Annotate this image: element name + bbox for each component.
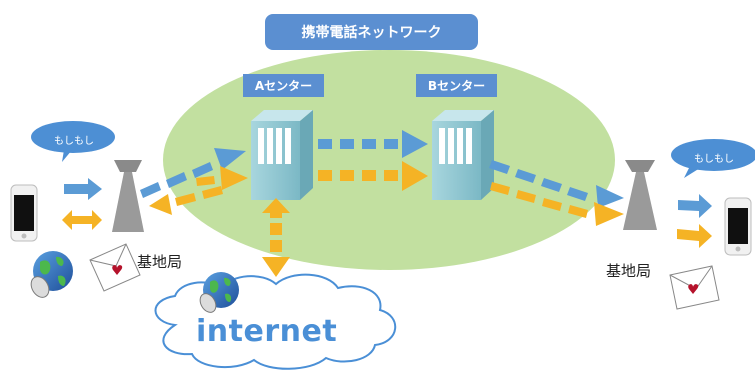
center-b-label: Bセンター xyxy=(416,74,497,97)
data-arrow-tower-to-server-a xyxy=(196,166,248,190)
voice-arrow-phone-to-tower xyxy=(64,178,102,200)
base-station-left-label: 基地局 xyxy=(137,253,183,271)
base-station-right-label: 基地局 xyxy=(606,262,652,280)
data-arrow-phone-tower-bidirectional xyxy=(62,210,102,230)
envelope-heart-right-icon xyxy=(669,265,720,310)
voice-arrow-tower-to-server-a xyxy=(140,148,246,198)
smartphone-left-icon xyxy=(10,184,38,242)
smartphone-right-icon xyxy=(724,197,752,256)
speech-bubble-right-icon xyxy=(671,139,755,178)
envelope-heart-left-icon xyxy=(89,243,141,292)
network-title: 携帯電話ネットワーク xyxy=(265,14,478,50)
data-arrows xyxy=(62,161,712,277)
base-station-tower-left-icon xyxy=(112,160,144,232)
globe-mouse-left-icon xyxy=(30,251,73,298)
data-arrow-server-a-to-tower xyxy=(149,186,223,215)
data-arrow-server-internet-bidirectional xyxy=(262,198,290,277)
data-arrow-server-b-to-tower xyxy=(490,182,624,226)
data-arrow-server-a-to-b xyxy=(318,161,428,191)
voice-arrow-tower-to-phone xyxy=(678,194,712,218)
data-arrow-tower-to-phone xyxy=(677,224,712,248)
speech-bubble-left-text: もしもし xyxy=(54,136,94,147)
center-a-label: Aセンター xyxy=(243,74,324,97)
speech-bubble-right-text: もしもし xyxy=(694,154,734,165)
voice-arrows xyxy=(64,130,712,218)
server-b-icon xyxy=(432,110,494,200)
voice-arrow-server-b-to-tower xyxy=(489,160,624,208)
voice-arrow-server-a-to-b xyxy=(318,130,428,158)
server-a-icon xyxy=(251,110,313,200)
internet-label: internet xyxy=(196,314,338,349)
base-station-tower-right-icon xyxy=(623,160,657,230)
globe-mouse-internet-icon xyxy=(199,272,239,313)
speech-bubble-left-icon xyxy=(31,121,115,162)
